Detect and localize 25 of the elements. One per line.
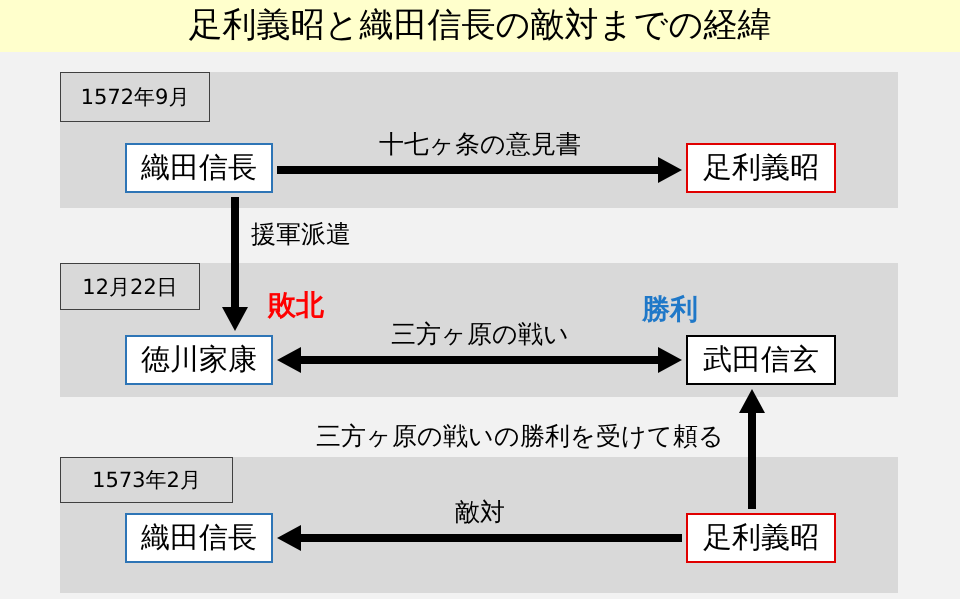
edge-label: 援軍派遣 (251, 220, 351, 250)
person-box: 足利義昭 (686, 143, 836, 193)
date-tab: 1572年9月 (60, 72, 210, 122)
edge-label: 敵対 (455, 498, 505, 528)
arrow (222, 197, 248, 331)
person-box: 徳川家康 (125, 335, 273, 385)
result-label: 勝利 (642, 294, 698, 326)
arrow (277, 525, 682, 551)
person-box: 足利義昭 (686, 513, 836, 563)
person-box: 織田信長 (125, 513, 273, 563)
arrow (277, 347, 682, 373)
timeline-band (60, 457, 898, 593)
date-tab: 12月22日 (60, 263, 200, 310)
timeline-band (60, 263, 898, 397)
edge-label: 三方ヶ原の戦いの勝利を受けて頼る (316, 422, 724, 452)
diagram-title: 足利義昭と織田信長の敵対までの経緯 (188, 7, 772, 45)
person-box: 武田信玄 (686, 335, 836, 385)
arrow (739, 389, 765, 509)
arrow (277, 157, 682, 183)
result-label: 敗北 (268, 290, 324, 322)
edge-label: 十七ヶ条の意見書 (379, 130, 581, 160)
date-tab: 1573年2月 (60, 457, 233, 503)
timeline-band (60, 72, 898, 208)
person-box: 織田信長 (125, 143, 273, 193)
edge-label: 三方ヶ原の戦い (391, 320, 569, 350)
